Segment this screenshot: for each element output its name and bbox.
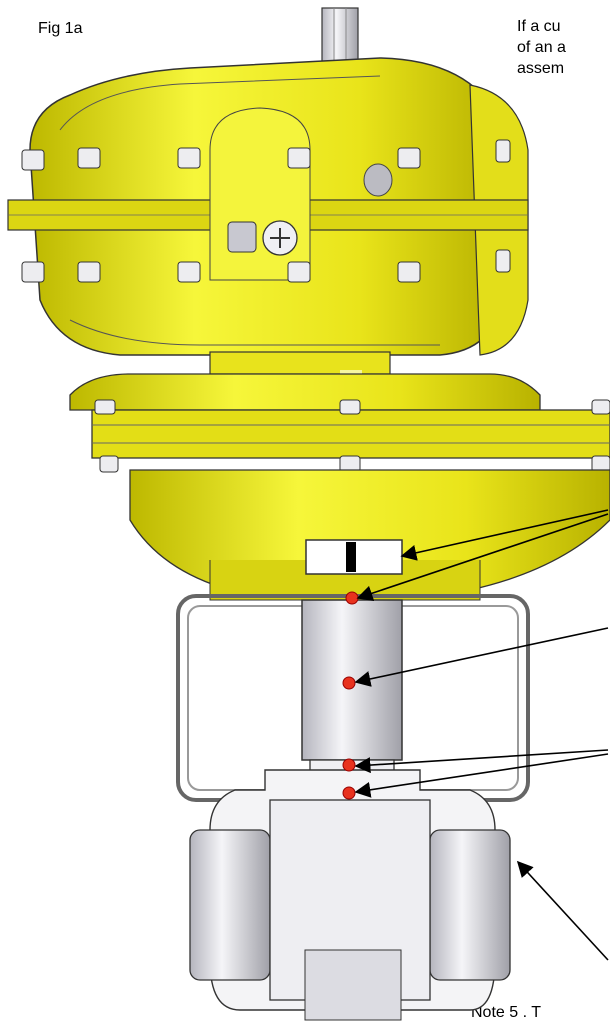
marker-point — [345, 591, 359, 605]
leader-arrow — [400, 509, 609, 561]
leader-arrow — [356, 513, 609, 601]
marker-point — [342, 676, 356, 690]
leader-arrow — [354, 753, 609, 798]
adjustment-screw-icon — [227, 220, 298, 256]
marker-points — [342, 591, 359, 800]
leader-arrow — [354, 749, 609, 774]
leader-arrow — [516, 860, 609, 961]
intro-line: assem — [517, 60, 565, 77]
actuator-neck — [209, 351, 391, 375]
intro-text: If a cu of an a assem — [517, 16, 566, 79]
figure-label: Fig 1a — [38, 20, 83, 37]
intro-line: If a cu — [517, 18, 561, 35]
note-text: Note 5 . T — [471, 1004, 541, 1021]
ball-valve-body — [189, 769, 511, 1021]
position-indicator — [305, 539, 403, 575]
actuator-housing — [7, 57, 529, 356]
intro-line: of an a — [517, 39, 566, 56]
leader-arrow — [354, 627, 609, 687]
diaphragm-housing — [69, 373, 610, 601]
leader-arrows — [354, 509, 609, 961]
marker-point — [342, 786, 356, 800]
marker-point — [342, 758, 356, 772]
